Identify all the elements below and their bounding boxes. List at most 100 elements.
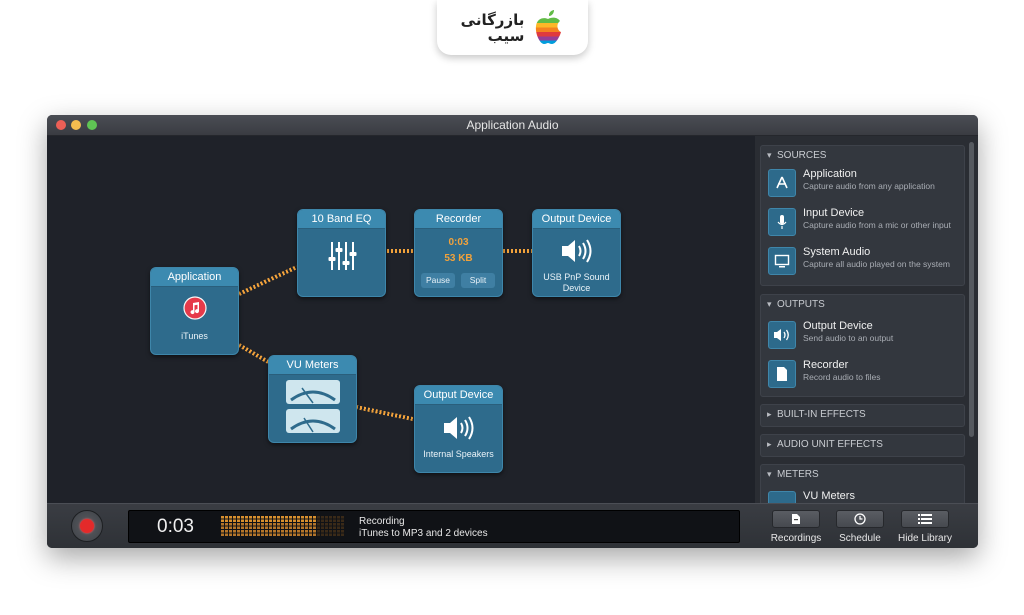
recordings-box <box>772 510 820 528</box>
output-device-usb-node[interactable]: Output Device USB PnP Sound Device <box>532 209 621 297</box>
level-meter-segment <box>305 516 308 519</box>
level-meter-segment <box>245 516 248 519</box>
minimize-window-button[interactable] <box>71 120 81 130</box>
item-description: Capture audio from a mic or other input <box>803 220 951 230</box>
brand-logo-card: بازرگانی سیب <box>437 0 588 55</box>
recordings-button[interactable]: Recordings <box>764 510 828 544</box>
node-caption-line-1: USB PnP Sound <box>543 272 610 282</box>
level-meter-segment <box>301 519 304 522</box>
node-title: Recorder <box>415 210 502 229</box>
level-meter-segment <box>281 530 284 533</box>
hide-library-box <box>901 510 949 528</box>
title-bar: Application Audio <box>47 115 978 136</box>
application-source-node[interactable]: Application iTunes <box>150 267 239 355</box>
vu-meters-node[interactable]: VU Meters <box>268 355 357 443</box>
clock-icon <box>854 513 866 525</box>
schedule-button[interactable]: Schedule <box>828 510 892 544</box>
level-meter-segment <box>241 533 244 536</box>
app-window: Application Audio Application iTunes 10 … <box>47 115 978 548</box>
level-meter-segment <box>277 526 280 529</box>
level-meter-segment <box>261 523 264 526</box>
split-button[interactable]: Split <box>461 273 495 288</box>
connector-vu-to-output <box>355 405 416 422</box>
level-meter-segment <box>309 530 312 533</box>
level-meter-segment <box>333 526 336 529</box>
library-item-application[interactable]: Application Capture audio from any appli… <box>768 167 960 205</box>
level-meter-segment <box>233 530 236 533</box>
level-meter-segment <box>269 526 272 529</box>
level-meter-segment <box>309 526 312 529</box>
status-title: Recording <box>359 516 405 527</box>
chevron-right-icon: ▸ <box>767 409 772 419</box>
record-button[interactable] <box>71 510 103 542</box>
eq-effect-node[interactable]: 10 Band EQ <box>297 209 386 297</box>
zoom-window-button[interactable] <box>87 120 97 130</box>
level-meter-segment <box>309 516 312 519</box>
node-caption: Internal Speakers <box>423 449 494 459</box>
level-meter-segment <box>273 516 276 519</box>
meters-header[interactable]: ▾METERS <box>761 465 964 484</box>
level-meter-segment <box>241 516 244 519</box>
level-meter-segment <box>317 533 320 536</box>
item-title: System Audio <box>803 246 871 258</box>
monitor-icon <box>768 247 796 275</box>
level-meter-segment <box>341 530 344 533</box>
level-meter-segment <box>237 516 240 519</box>
level-meter-segment <box>241 519 244 522</box>
audio-graph-canvas[interactable]: Application iTunes 10 Band EQ <box>47 136 750 503</box>
recorder-output-node[interactable]: Recorder 0:03 53 KB Pause Split <box>414 209 503 297</box>
library-item-recorder[interactable]: Recorder Record audio to files <box>768 358 960 396</box>
schedule-box <box>836 510 884 528</box>
library-item-input-device[interactable]: Input Device Capture audio from a mic or… <box>768 206 960 244</box>
level-meter-segment <box>313 526 316 529</box>
level-meter-segment <box>309 519 312 522</box>
level-meter-segment <box>341 519 344 522</box>
equalizer-sliders-icon <box>298 240 385 272</box>
library-item-system-audio[interactable]: System Audio Capture all audio played on… <box>768 245 960 283</box>
level-meter-segment <box>285 526 288 529</box>
level-meter-segment <box>265 530 268 533</box>
library-sidebar[interactable]: ▾SOURCES Application Capture audio from … <box>755 136 978 503</box>
level-meter-segment <box>245 526 248 529</box>
outputs-header[interactable]: ▾OUTPUTS <box>761 295 964 314</box>
level-meter-segment <box>289 526 292 529</box>
level-meter-segment <box>289 523 292 526</box>
list-icon <box>918 514 932 524</box>
level-meter-segment <box>225 533 228 536</box>
audio-unit-effects-header[interactable]: ▸AUDIO UNIT EFFECTS <box>761 435 964 454</box>
recorder-elapsed-time: 0:03 <box>448 237 469 248</box>
level-meter-segment <box>237 533 240 536</box>
level-meter-segment <box>289 516 292 519</box>
level-meter-segment <box>229 523 232 526</box>
level-meter-segment <box>237 523 240 526</box>
output-device-internal-node[interactable]: Output Device Internal Speakers <box>414 385 503 473</box>
audio-unit-effects-section[interactable]: ▸AUDIO UNIT EFFECTS <box>760 434 965 457</box>
apple-logo-icon <box>536 9 562 44</box>
level-meter-segment <box>313 530 316 533</box>
app-store-icon <box>768 169 796 197</box>
sidebar-scrollbar[interactable] <box>969 142 974 437</box>
elapsed-time: 0:03 <box>157 516 194 537</box>
level-meter-segment <box>233 533 236 536</box>
level-meter-segment <box>253 519 256 522</box>
hide-library-button[interactable]: Hide Library <box>893 510 957 544</box>
level-meter-segment <box>313 516 316 519</box>
library-item-output-device[interactable]: Output Device Send audio to an output <box>768 319 960 357</box>
level-meter-segment <box>245 533 248 536</box>
bottom-toolbar: 0:03 Recording iTunes to MP3 and 2 devic… <box>47 503 978 548</box>
level-meter-segment <box>329 519 332 522</box>
close-window-button[interactable] <box>56 120 66 130</box>
level-meter-segment <box>301 526 304 529</box>
sources-header[interactable]: ▾SOURCES <box>761 146 964 165</box>
builtin-effects-header[interactable]: ▸BUILT-IN EFFECTS <box>761 405 964 424</box>
microphone-icon <box>768 208 796 236</box>
level-meter-segment <box>293 530 296 533</box>
builtin-effects-section[interactable]: ▸BUILT-IN EFFECTS <box>760 404 965 427</box>
level-meter-segment <box>225 519 228 522</box>
level-meter-segment <box>241 523 244 526</box>
level-meter-segment <box>225 523 228 526</box>
sources-section: ▾SOURCES Application Capture audio from … <box>760 145 965 286</box>
library-item-vu-meters[interactable]: VU Meters <box>768 489 960 503</box>
level-meter-segment <box>237 530 240 533</box>
pause-button[interactable]: Pause <box>421 273 455 288</box>
